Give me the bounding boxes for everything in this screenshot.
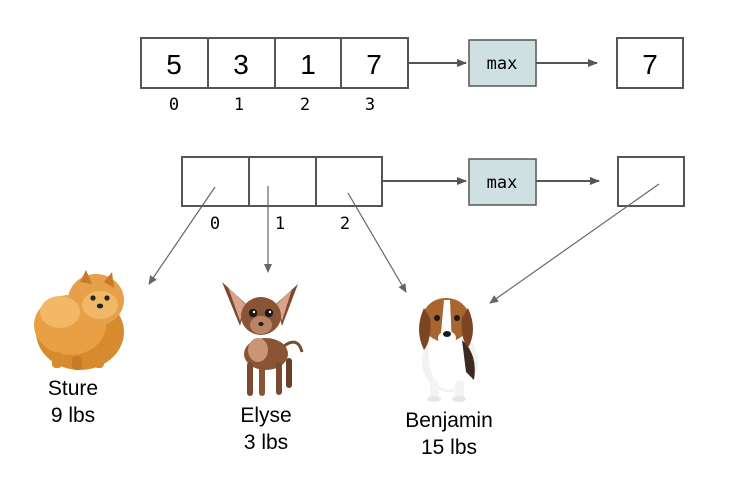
- bottom-array-indices: 0 1 2: [210, 214, 350, 234]
- top-array-cell-2: [274, 37, 342, 89]
- bottom-max-label: max: [487, 173, 518, 193]
- top-result-value: 7: [642, 49, 658, 80]
- bottom-result-box: [617, 156, 685, 207]
- dog-weight-elyse: 3 lbs: [244, 431, 288, 454]
- dog-name-benjamin: Benjamin: [405, 409, 493, 432]
- top-array-value-1: 3: [233, 49, 249, 80]
- bottom-index-2: 2: [340, 214, 350, 234]
- dog-name-sture: Sture: [48, 377, 98, 400]
- bottom-array-cell-0: [181, 156, 250, 207]
- pointer-arrow-cell-0-to-sture: [148, 186, 216, 285]
- top-index-2: 2: [300, 95, 310, 115]
- bottom-index-0: 0: [210, 214, 220, 234]
- top-array-value-3: 7: [366, 49, 382, 80]
- pointer-arrow-result-to-benjamin: [489, 183, 660, 304]
- chihuahua-image: [222, 282, 304, 396]
- bottom-max-function-box: [468, 158, 537, 206]
- top-array-cell-0: [140, 37, 209, 89]
- top-array-cell-1: [207, 37, 276, 89]
- top-result-box: [616, 37, 684, 89]
- bottom-array: [181, 156, 383, 207]
- dog-weight-sture: 9 lbs: [51, 404, 95, 427]
- bottom-index-1: 1: [275, 214, 285, 234]
- top-array-indices: 0 1 2 3: [169, 95, 375, 115]
- dog-weight-benjamin: 15 lbs: [421, 436, 477, 459]
- top-array: 5 3 1 7: [140, 37, 409, 89]
- pointer-arrow-cell-2-to-benjamin: [347, 192, 407, 293]
- top-array-value-0: 5: [166, 49, 182, 80]
- top-max-label: max: [487, 54, 518, 74]
- pomeranian-image: [34, 270, 124, 370]
- bottom-array-cell-1: [248, 156, 317, 207]
- bottom-array-cell-2: [315, 156, 383, 207]
- dog-name-elyse: Elyse: [240, 404, 291, 427]
- top-array-value-2: 1: [300, 49, 316, 80]
- beagle-image: [419, 298, 478, 402]
- top-index-1: 1: [234, 95, 244, 115]
- top-index-3: 3: [365, 95, 375, 115]
- top-index-0: 0: [169, 95, 179, 115]
